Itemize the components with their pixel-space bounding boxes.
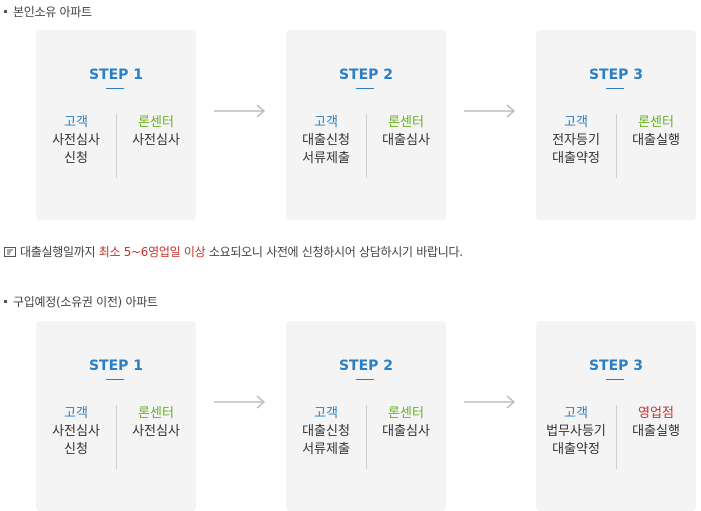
task-line: 대출신청 [302,424,350,439]
bullet-icon [4,300,7,303]
step-underline [356,379,374,380]
task-line: 대출심사 [382,424,430,439]
customer-column: 고객 사전심사 신청 [36,114,116,168]
step-card-1: STEP 1 고객 사전심사 신청 론센터 사전심사 [36,30,196,220]
task-line: 대출심사 [382,133,430,148]
column-divider [366,405,367,469]
task-line: 신청 [64,151,88,166]
arrow-right-icon [464,395,516,409]
actor-label: 론센터 [388,115,424,130]
column-divider [366,114,367,178]
arrow-right-icon [464,104,516,118]
task-line: 대출약정 [552,442,600,457]
task-line: 사전심사 [132,133,180,148]
pointing-hand-icon [4,246,16,257]
actor-label: 고객 [314,115,338,130]
task-line: 사전심사 [52,133,100,148]
actor-label: 론센터 [388,406,424,421]
arrow-right-icon [214,104,266,118]
task-line: 사전심사 [132,424,180,439]
step-card-1: STEP 1 고객 사전심사 신청 론센터 사전심사 [36,321,196,511]
customer-column: 고객 대출신청 서류제출 [286,405,366,459]
step-card-2: STEP 2 고객 대출신청 서류제출 론센터 대출심사 [286,30,446,220]
step-underline [606,88,624,89]
task-line: 사전심사 [52,424,100,439]
step-underline [106,88,124,89]
loan-center-column: 론센터 대출실행 [616,114,696,150]
task-line: 대출실행 [632,424,680,439]
step-underline [606,379,624,380]
task-line: 법무사등기 [546,424,606,439]
task-line: 대출실행 [632,133,680,148]
task-line: 서류제출 [302,151,350,166]
step-underline [356,88,374,89]
customer-column: 고객 대출신청 서류제출 [286,114,366,168]
actor-label: 론센터 [138,115,174,130]
task-line: 대출신청 [302,133,350,148]
notice-highlight: 최소 5~6영업일 이상 [98,245,206,259]
actor-label: 영업점 [638,406,674,421]
step-label: STEP 3 [588,67,644,83]
loan-center-column: 론센터 대출심사 [366,405,446,441]
section-title-owned: 본인소유 아파트 [4,3,92,20]
bullet-icon [4,10,7,13]
task-line: 전자등기 [552,133,600,148]
processing-time-notice: 대출실행일까지 최소 5~6영업일 이상 소요되오니 사전에 신청하시어 상담하… [4,243,463,260]
task-line: 대출약정 [552,151,600,166]
step-card-3: STEP 3 고객 전자등기 대출약정 론센터 대출실행 [536,30,696,220]
customer-column: 고객 법무사등기 대출약정 [536,405,616,459]
step-label: STEP 2 [338,358,394,374]
step-label: STEP 1 [88,67,144,83]
section-title-purchase: 구입예정(소유권 이전) 아파트 [4,293,158,310]
step-card-2: STEP 2 고객 대출신청 서류제출 론센터 대출심사 [286,321,446,511]
customer-column: 고객 사전심사 신청 [36,405,116,459]
actor-label: 론센터 [638,115,674,130]
actor-label: 론센터 [138,406,174,421]
actor-label: 고객 [564,115,588,130]
column-divider [616,114,617,178]
actor-label: 고객 [64,406,88,421]
column-divider [116,114,117,178]
task-line: 신청 [64,442,88,457]
column-divider [116,405,117,469]
loan-center-column: 론센터 대출심사 [366,114,446,150]
loan-center-column: 론센터 사전심사 [116,405,196,441]
task-line: 서류제출 [302,442,350,457]
step-label: STEP 2 [338,67,394,83]
actor-label: 고객 [314,406,338,421]
branch-column: 영업점 대출실행 [616,405,696,441]
arrow-right-icon [214,395,266,409]
actor-label: 고객 [564,406,588,421]
customer-column: 고객 전자등기 대출약정 [536,114,616,168]
step-card-3: STEP 3 고객 법무사등기 대출약정 영업점 대출실행 [536,321,696,511]
step-label: STEP 1 [88,358,144,374]
step-label: STEP 3 [588,358,644,374]
step-underline [106,379,124,380]
loan-center-column: 론센터 사전심사 [116,114,196,150]
actor-label: 고객 [64,115,88,130]
column-divider [616,405,617,469]
